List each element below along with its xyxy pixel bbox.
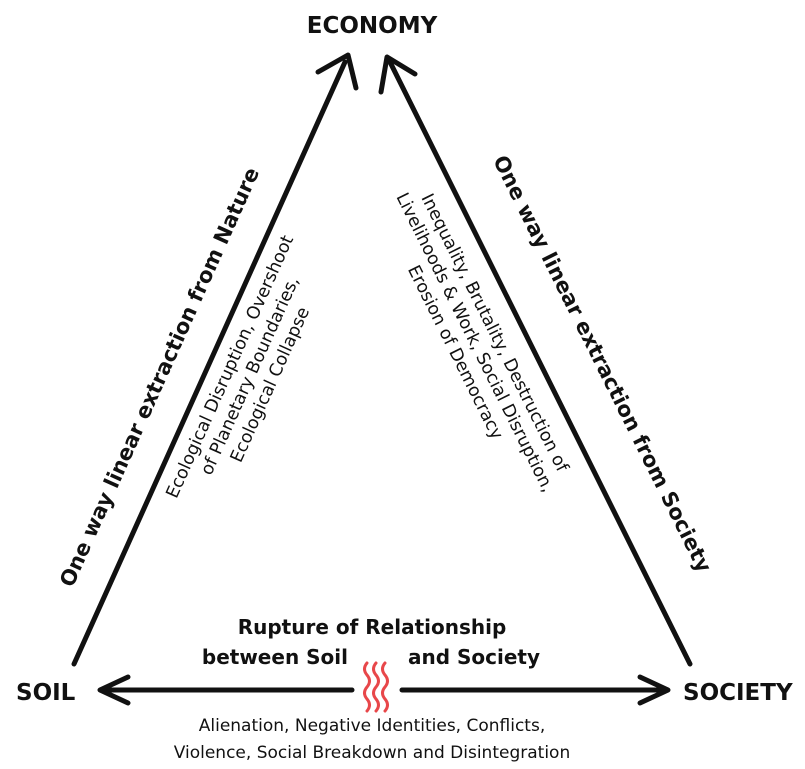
arrow-soil-to-economy bbox=[71, 52, 359, 667]
rupture-line-1: Rupture of Relationship bbox=[238, 615, 507, 639]
rupture-line-2-left: between Soil bbox=[202, 645, 348, 669]
rupture-line-2-right: and Society bbox=[408, 645, 540, 669]
consequences-line-2: Violence, Social Breakdown and Disintegr… bbox=[174, 743, 570, 763]
consequences-line-1: Alienation, Negative Identities, Conflic… bbox=[199, 716, 545, 736]
right-extraction-label: One way linear extraction from Society bbox=[488, 151, 716, 576]
economy-label: ECONOMY bbox=[307, 13, 438, 39]
arrow-society-to-economy bbox=[378, 54, 693, 667]
arrow-soil-society bbox=[97, 674, 671, 706]
society-label: SOCIETY bbox=[683, 680, 793, 706]
soil-label: SOIL bbox=[16, 680, 76, 706]
rupture-mark bbox=[363, 661, 389, 713]
